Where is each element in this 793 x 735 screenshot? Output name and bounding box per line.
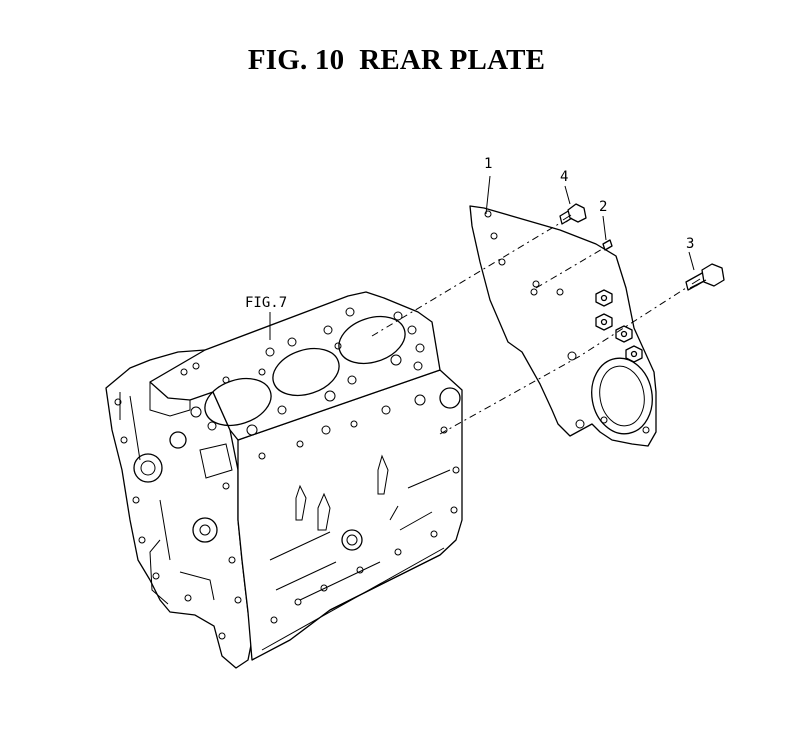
fig7-reference-label: FIG.7 xyxy=(245,295,287,311)
page-title: FIG. 10 REAR PLATE xyxy=(247,44,546,76)
callout-2-label: 2 xyxy=(599,199,607,215)
assembly-centerlines xyxy=(371,221,687,435)
rear-plate xyxy=(469,205,657,447)
dowel-pin xyxy=(602,239,613,251)
callout-3-label: 3 xyxy=(686,236,694,252)
leader-lines xyxy=(269,175,695,340)
callout-4-label: 4 xyxy=(560,169,568,185)
bolt-item-3 xyxy=(685,263,725,291)
engine-block xyxy=(105,291,463,669)
bolt-item-4 xyxy=(559,203,587,225)
callout-1-label: 1 xyxy=(484,156,492,172)
